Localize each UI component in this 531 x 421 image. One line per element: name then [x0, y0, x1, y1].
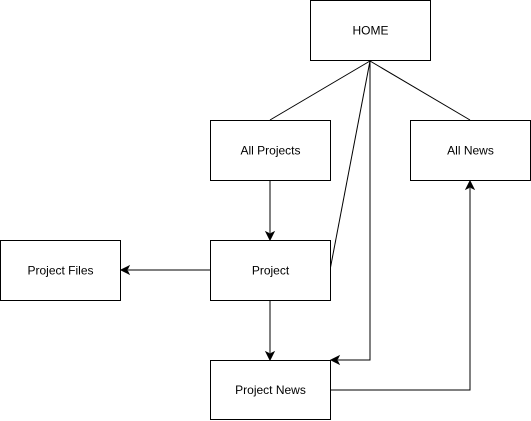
- edges: [119, 60, 476, 391]
- edge-project-news-all-news: [330, 188, 471, 391]
- arrowhead-project-news-all-news: [464, 179, 476, 191]
- edge-home-all-news: [369, 60, 471, 121]
- arrowhead-project-project-news: [264, 350, 276, 362]
- edge-home-all-projects: [269, 60, 371, 121]
- arrowhead-home-project-news: [329, 354, 341, 366]
- node-project-news: Project News: [210, 360, 331, 420]
- node-home: HOME: [310, 0, 431, 61]
- node-all-projects: All Projects: [210, 120, 331, 181]
- node-all-news: All News: [410, 120, 531, 181]
- edge-home-project-news: [338, 61, 371, 361]
- edge-home-project: [329, 60, 371, 271]
- node-project-files-label: Project Files: [27, 264, 93, 278]
- node-all-projects-label: All Projects: [240, 144, 300, 158]
- node-project-label: Project: [252, 264, 290, 278]
- node-all-news-label: All News: [447, 144, 494, 158]
- node-home-label: HOME: [353, 24, 389, 38]
- arrowhead-all-projects-project: [264, 230, 276, 242]
- arrowhead-project-project-files: [119, 264, 131, 276]
- node-project-files: Project Files: [0, 240, 121, 301]
- node-project: Project: [210, 240, 331, 301]
- node-project-news-label: Project News: [235, 383, 306, 397]
